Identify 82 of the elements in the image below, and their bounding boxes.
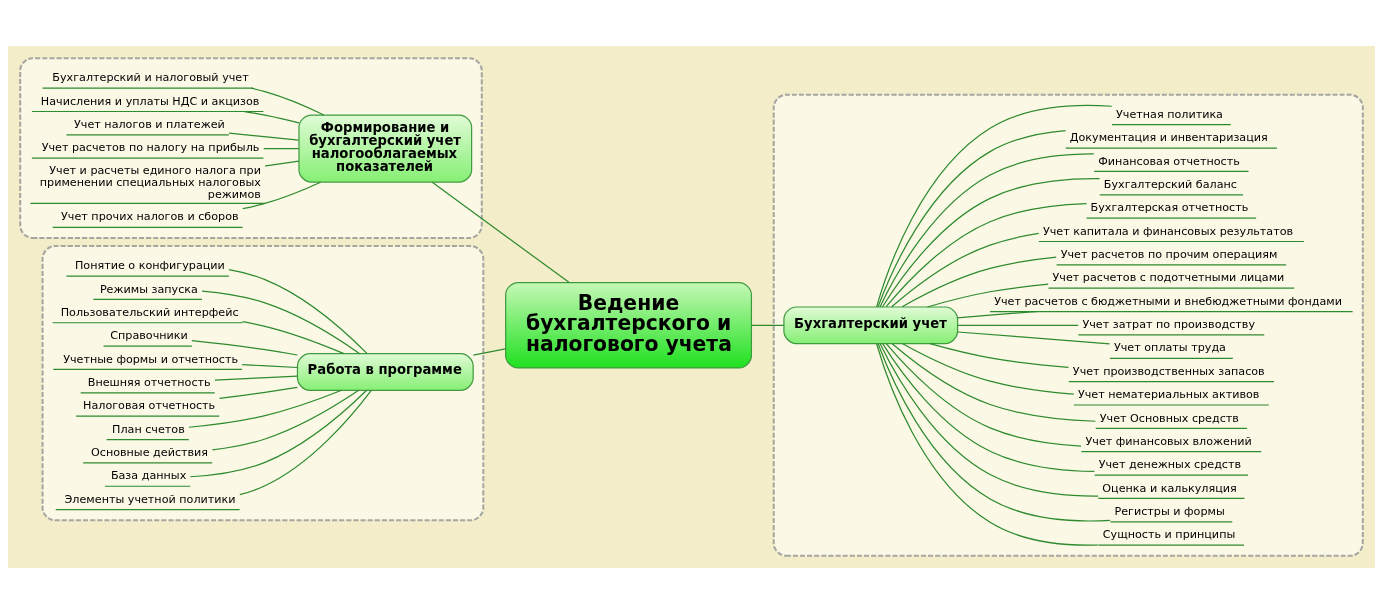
connector — [929, 343, 1069, 368]
connector — [885, 203, 1088, 308]
connector — [211, 389, 360, 451]
connector — [242, 181, 322, 210]
node-text: Учетные формы и отчетность — [63, 352, 239, 366]
node-text: Учетная политика — [1116, 107, 1223, 121]
connector — [191, 340, 299, 356]
node-text: Учет прочих налогов и сборов — [61, 210, 239, 224]
connector — [957, 331, 1111, 345]
connector — [891, 343, 1096, 422]
connector — [472, 348, 506, 356]
node-text: Учет производственных запасов — [1072, 364, 1265, 378]
node-text: Оценка и калькуляция — [1102, 481, 1237, 495]
connector — [228, 269, 368, 354]
node-text: Учет расчетов по налогу на прибыль — [41, 141, 260, 155]
node-text: Учет финансовых вложений — [1085, 434, 1252, 448]
connector — [188, 389, 343, 428]
connector — [891, 232, 1040, 308]
connector — [244, 110, 300, 124]
node-text: Налоговая отчетность — [83, 399, 216, 413]
node-text: Учет и расчеты единого налога при применении специальных налоговых режимов — [39, 163, 261, 202]
connector — [214, 375, 299, 381]
node-text: Бухгалтерский баланс — [1103, 177, 1237, 191]
node-text: Учет расчетов с бюджетными и внебюджетными фондами — [994, 294, 1342, 308]
connector — [885, 343, 1082, 447]
cluster — [772, 93, 1364, 557]
cluster — [19, 57, 483, 239]
node-text: Учет налогов и платежей — [74, 118, 225, 132]
connector — [879, 153, 1095, 308]
node-text: Начисления и уплаты НДС и акцизов — [40, 94, 260, 108]
connector — [902, 343, 1075, 395]
node-text: Бухгалтерский и налоговый учет — [52, 71, 249, 85]
connector — [201, 290, 361, 355]
node-text: Пользовательский интерфейс — [60, 305, 239, 319]
node-box: Ведение бухгалтерского и налогового учета — [505, 282, 753, 369]
connector — [250, 87, 325, 116]
node-text: Понятие о конфигурации — [74, 259, 225, 273]
connector — [957, 324, 1079, 326]
connector — [881, 177, 1101, 308]
connector — [926, 283, 1049, 308]
connector — [751, 324, 785, 326]
node-text: Учет нематериальных активов — [1077, 388, 1260, 402]
node-text: Внешняя отчетность — [87, 376, 211, 390]
connector — [879, 343, 1099, 497]
node-text: Документация и инвентаризация — [1069, 131, 1268, 145]
node-text: Учет затрат по производству — [1082, 318, 1256, 332]
connector — [218, 386, 298, 400]
connector — [882, 343, 1095, 473]
node-text: Учет капитала и финансовых результатов — [1042, 224, 1294, 238]
node-text: Финансовая отчетность — [1098, 154, 1240, 168]
connector — [228, 132, 300, 141]
node-text: Учет расчетов с подотчетными лицами — [1052, 271, 1285, 285]
connector — [901, 256, 1057, 308]
connector — [242, 321, 345, 355]
node-text: Справочники — [110, 329, 188, 343]
connector — [239, 389, 372, 496]
connector — [877, 129, 1067, 308]
connector — [877, 343, 1111, 522]
node-text: План счетов — [112, 422, 185, 436]
connector — [263, 147, 300, 150]
connector — [241, 364, 299, 369]
connector — [431, 181, 570, 283]
node-box: Формирование и бухгалтерский учет налогооблагаемых показателей — [298, 114, 473, 183]
node-text: Элементы учетной политики — [64, 492, 236, 506]
node-text: Учет Основных средств — [1099, 411, 1239, 425]
connector — [876, 104, 1113, 308]
connector — [876, 343, 1100, 546]
node-text: База данных — [110, 469, 187, 483]
node-box: Бухгалтерский учет — [783, 306, 959, 345]
node-text: Бухгалтерская отчетность — [1090, 201, 1249, 215]
node-text: Учет расчетов по прочим операциям — [1060, 248, 1278, 262]
connector — [189, 389, 368, 478]
node-box: Работа в программе — [296, 353, 474, 391]
connector — [264, 160, 300, 167]
node-text: Сущность и принципы — [1102, 528, 1236, 542]
node-text: Учет денежных средств — [1098, 458, 1242, 472]
cluster — [41, 245, 485, 522]
node-text: Учет оплаты труда — [1113, 341, 1226, 355]
node-text: Режимы запуска — [99, 282, 198, 296]
connector — [957, 310, 1037, 319]
node-text: Регистры и формы — [1114, 504, 1225, 518]
node-text: Основные действия — [90, 446, 209, 460]
